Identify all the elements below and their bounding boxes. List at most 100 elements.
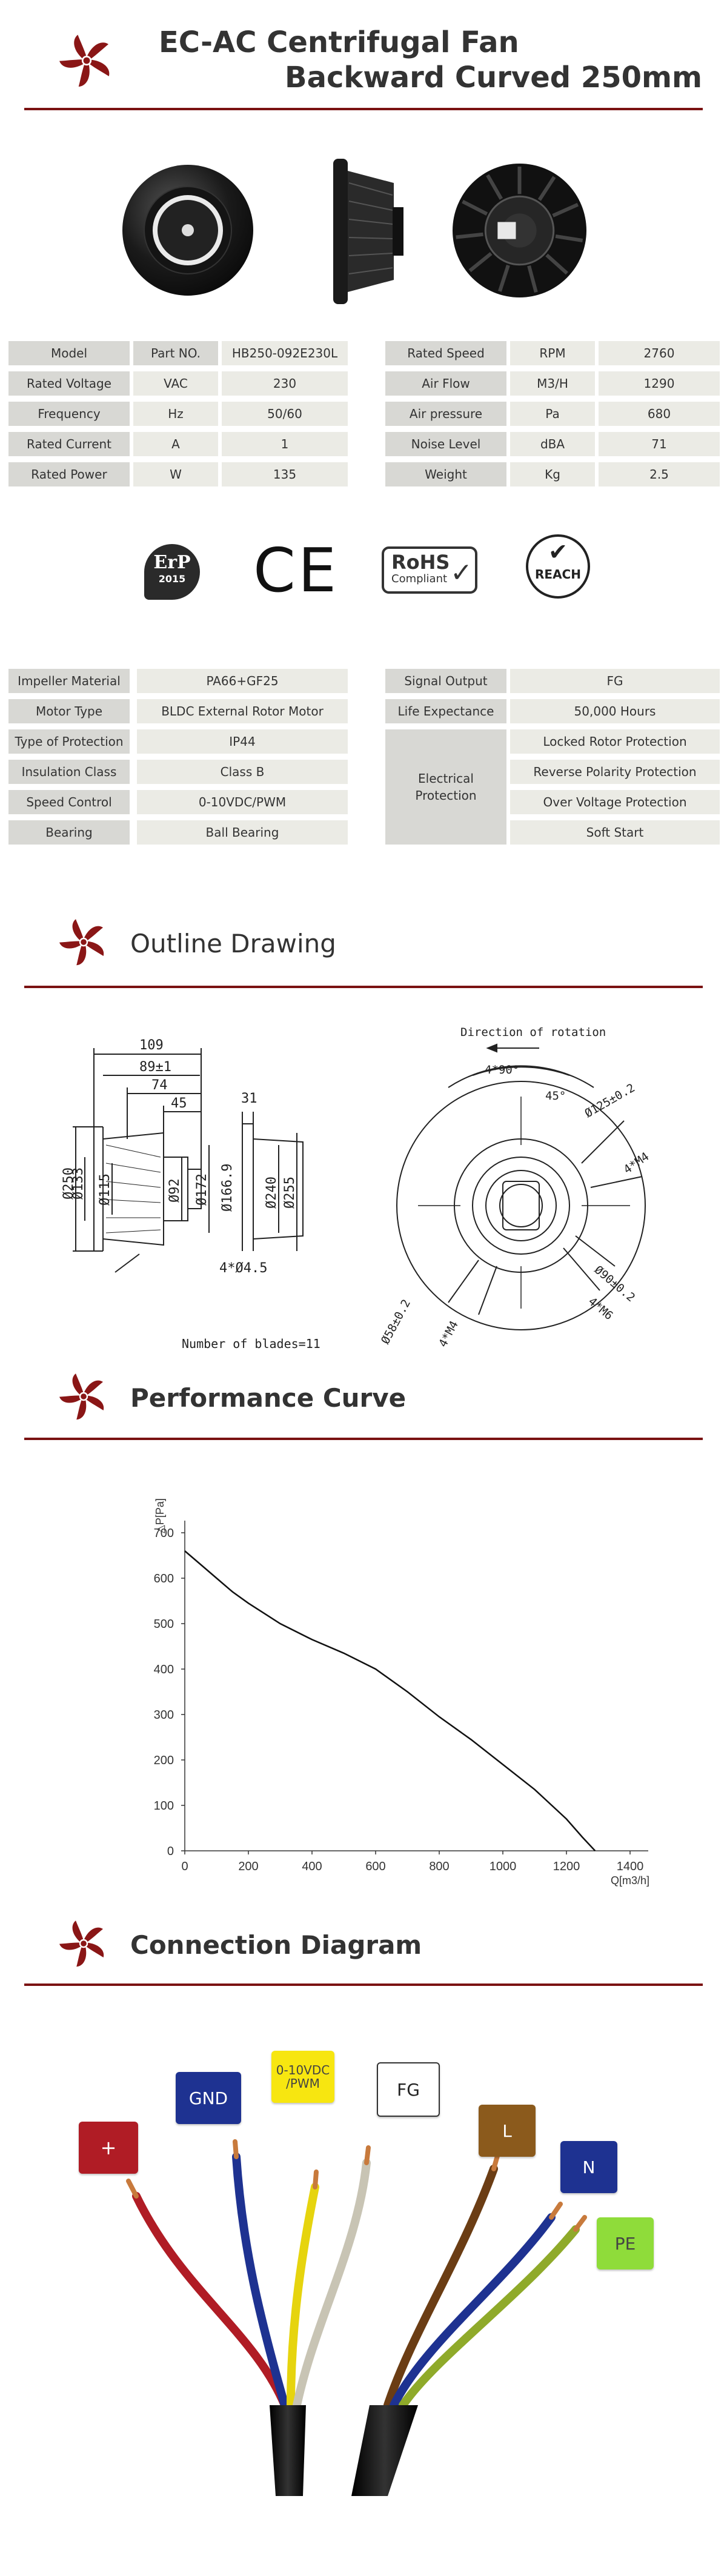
feature-value: Class B [137, 760, 348, 784]
rohs-badge-label: RoHS [391, 551, 450, 574]
chart-axes [184, 1521, 648, 1851]
protection-row: Over Voltage Protection [510, 790, 720, 814]
x-tick-label: 1200 [553, 1860, 580, 1873]
fan-back-view-image [453, 164, 586, 297]
ce-mark-icon: CE [253, 535, 339, 606]
spec-row: Rated Power W 135 [8, 462, 348, 486]
spec-row: Air pressure Pa 680 [385, 402, 720, 426]
dim-31: 31 [241, 1091, 257, 1106]
dim-m4b: 4*M4 [436, 1319, 461, 1350]
spec-row: Weight Kg 2.5 [385, 462, 720, 486]
feature-label: Speed Control [8, 790, 130, 814]
x-tick-label: 0 [181, 1860, 188, 1873]
y-tick-label: 0 [167, 1845, 174, 1858]
feature-label: Insulation Class [8, 760, 130, 784]
reach-badge-label: REACH [535, 567, 581, 582]
protection-item: Over Voltage Protection [510, 790, 720, 814]
spec-label: Rated Power [8, 462, 130, 486]
reach-check-icon: ✔ [548, 539, 568, 565]
feature-value: PA66+GF25 [137, 669, 348, 693]
spec-unit: Pa [510, 402, 595, 426]
spec-label: Model [8, 341, 130, 365]
fan-front-view-image [122, 165, 253, 296]
x-tick-label: 1400 [617, 1860, 644, 1873]
dim-4x90: 4*90° [485, 1063, 519, 1077]
performance-section-logo-icon [59, 1373, 104, 1420]
cable-wires-drawing [126, 2139, 587, 2496]
electrical-protection-text: Electrical Protection [415, 771, 477, 803]
wire-label-l: L [479, 2105, 536, 2157]
x-axis-label: Q[m3/h] [611, 1874, 649, 1887]
y-tick-label: 500 [154, 1618, 174, 1631]
spec-label: Air Flow [385, 371, 506, 396]
dim-115: Ø115 [98, 1173, 113, 1206]
page-title-line1: EC-AC Centrifugal Fan [159, 25, 519, 59]
protection-item: Locked Rotor Protection [510, 729, 720, 754]
blades-note: Number of blades=11 [182, 1336, 320, 1351]
fan-side-view-image [333, 159, 403, 304]
wire-label-gnd: GND [176, 2072, 241, 2124]
x-tick-label: 600 [365, 1860, 385, 1873]
feature-row: Life Expectance 50,000 Hours [385, 699, 720, 723]
spec-value: 1290 [599, 371, 720, 396]
dim-133: Ø133 [71, 1167, 86, 1200]
wire-label-control: 0-10VDC /PWM [271, 2051, 334, 2103]
check-mark-icon: ✓ [450, 557, 473, 588]
spec-unit: RPM [510, 341, 595, 365]
spec-label: Weight [385, 462, 506, 486]
wire-label-pe: PE [597, 2217, 654, 2269]
page-title-line2: Backward Curved 250mm [285, 61, 703, 95]
connection-divider [24, 1983, 703, 1986]
outline-drawing: 109 89±1 74 45 31 Ø250 Ø133 Ø115 Ø92 Ø17… [61, 1026, 651, 1351]
feature-value: 0-10VDC/PWM [137, 790, 348, 814]
dim-1669: Ø166.9 [220, 1164, 235, 1212]
y-tick-label: 600 [154, 1572, 174, 1585]
dim-89: 89±1 [139, 1060, 171, 1075]
feature-row: Signal Output FG [385, 669, 720, 693]
dim-58: Ø58±0.2 [379, 1297, 413, 1346]
spec-label: Rated Speed [385, 341, 506, 365]
spec-row: Rated Speed RPM 2760 [385, 341, 720, 365]
spec-value: 2760 [599, 341, 720, 365]
feature-row: Insulation Class Class B [8, 760, 348, 784]
performance-section-title: Performance Curve [130, 1383, 407, 1413]
spec-label: Air pressure [385, 402, 506, 426]
spec-row: Model Part NO. HB250-092E230L [8, 341, 348, 365]
feature-value: FG [510, 669, 720, 693]
feature-row: Bearing Ball Bearing [8, 820, 348, 845]
dim-45deg: 45° [545, 1089, 566, 1103]
spec-unit: Hz [133, 402, 218, 426]
connection-section-logo-icon [59, 1920, 104, 1967]
protection-row: Soft Start [510, 820, 720, 845]
feature-row: Speed Control 0-10VDC/PWM [8, 790, 348, 814]
spec-value: 2.5 [599, 462, 720, 486]
protection-item: Soft Start [510, 820, 720, 845]
erp-badge-label: ErP [153, 552, 191, 573]
feature-value: IP44 [137, 729, 348, 754]
feature-label: Impeller Material [8, 669, 130, 693]
spec-label: Frequency [8, 402, 130, 426]
dim-109: 109 [139, 1038, 164, 1053]
feature-label: Motor Type [8, 699, 130, 723]
wire-label-n: N [560, 2141, 617, 2193]
spec-value: 50/60 [222, 402, 348, 426]
reach-badge-icon: ✔ REACH [526, 534, 590, 599]
feature-label: Type of Protection [8, 729, 130, 754]
x-tick-label: 400 [302, 1860, 322, 1873]
wire-label-fg: FG [377, 2062, 440, 2117]
y-tick-label: 700 [154, 1527, 174, 1540]
spec-row: Noise Level dBA 71 [385, 432, 720, 456]
protection-row: Reverse Polarity Protection [510, 760, 720, 784]
spec-value: 680 [599, 402, 720, 426]
dim-m4a: 4*M4 [621, 1150, 651, 1177]
y-tick-label: 200 [154, 1754, 174, 1767]
feature-row: Type of Protection IP44 [8, 729, 348, 754]
spec-value: 71 [599, 432, 720, 456]
rohs-badge-sub: Compliant [391, 573, 448, 585]
spec-value: 135 [222, 462, 348, 486]
spec-label: Rated Voltage [8, 371, 130, 396]
rohs-badge-icon: RoHS Compliant ✓ [382, 546, 477, 594]
dim-255: Ø255 [282, 1177, 297, 1209]
